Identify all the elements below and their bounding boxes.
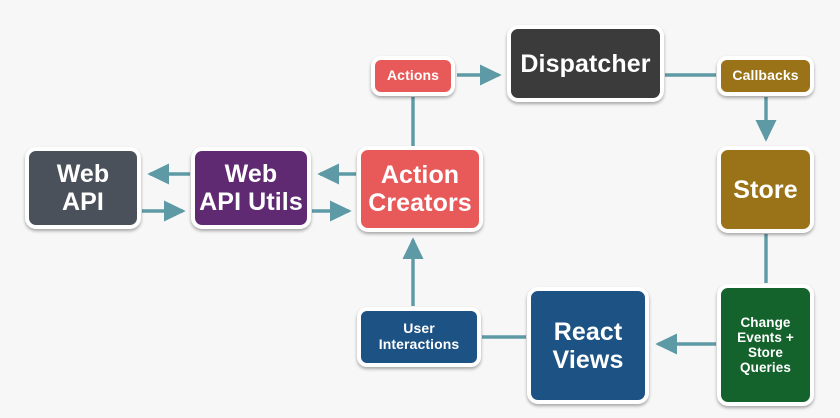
node-change-events-store-queries[interactable]: Change Events + Store Queries [717, 284, 814, 406]
node-react-views-label: React Views [552, 317, 624, 374]
node-dispatcher-label: Dispatcher [520, 49, 651, 78]
node-store[interactable]: Store [717, 146, 814, 233]
node-actions[interactable]: Actions [371, 56, 455, 96]
node-user-interactions-label: User Interactions [378, 320, 460, 352]
node-action-creators-label: Action Creators [368, 161, 472, 217]
node-dispatcher[interactable]: Dispatcher [507, 25, 664, 102]
node-web-api-utils[interactable]: Web API Utils [191, 147, 311, 229]
node-web-api-label: Web API [56, 160, 110, 216]
node-callbacks[interactable]: Callbacks [717, 56, 814, 96]
node-change-events-store-queries-label: Change Events + Store Queries [737, 314, 794, 376]
node-user-interactions[interactable]: User Interactions [357, 307, 481, 367]
node-actions-label: Actions [386, 67, 440, 84]
node-web-api-utils-label: Web API Utils [199, 160, 303, 216]
node-react-views[interactable]: React Views [527, 287, 649, 404]
node-action-creators[interactable]: Action Creators [357, 146, 483, 232]
node-store-label: Store [733, 175, 798, 204]
node-web-api[interactable]: Web API [25, 147, 141, 229]
node-callbacks-label: Callbacks [732, 67, 799, 84]
